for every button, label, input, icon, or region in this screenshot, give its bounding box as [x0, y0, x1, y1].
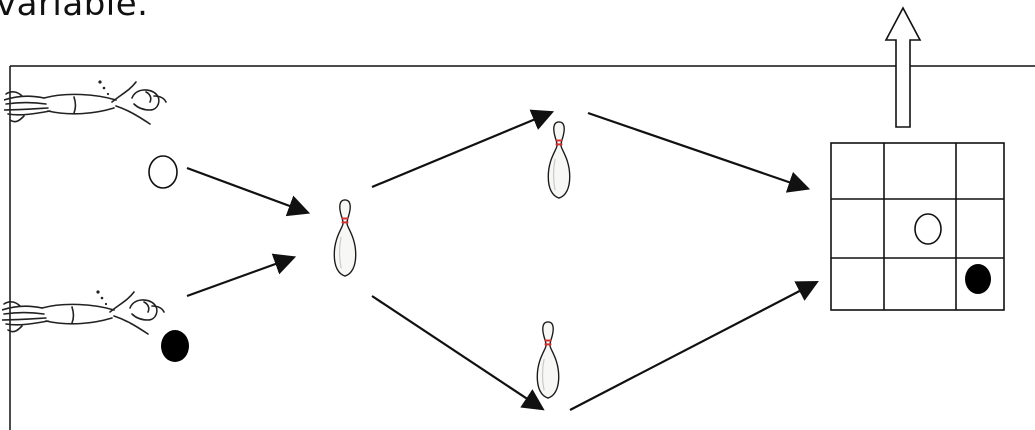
arrow-top-pin-to-grid	[587, 111, 811, 193]
arrow-pin-to-top-pin	[371, 109, 555, 189]
arrow-pin-to-bottom-pin	[371, 295, 545, 411]
partial-heading-text: variable.	[0, 0, 149, 24]
bowling-pin-bottom	[536, 321, 560, 399]
arrow-white-ball-to-pin	[186, 166, 311, 217]
arrow-bottom-pin-to-grid	[569, 280, 819, 411]
arrow-black-ball-to-pin	[186, 253, 297, 298]
black-ball	[161, 330, 189, 362]
bowling-pin-top	[547, 121, 571, 199]
white-ball	[148, 155, 178, 189]
bowling-pin-left	[333, 199, 357, 277]
bowler-bottom-illustration	[2, 290, 165, 335]
bowler-top-illustration	[4, 80, 167, 125]
grid-white-ball	[914, 213, 942, 245]
output-up-arrow	[884, 6, 922, 128]
outcome-grid	[830, 142, 1005, 311]
grid-black-ball	[965, 264, 991, 294]
